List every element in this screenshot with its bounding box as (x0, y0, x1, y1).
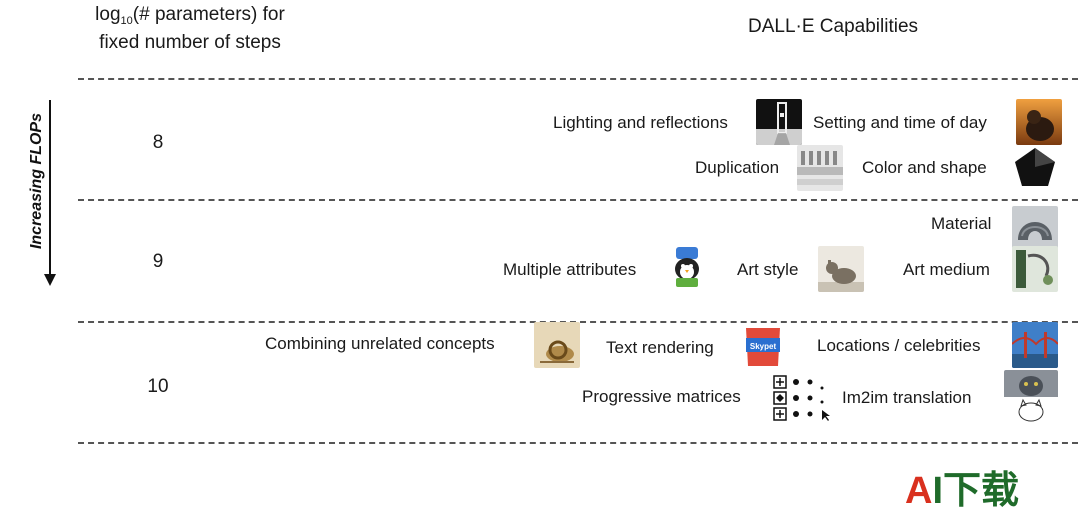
chip-bag-text: Skypet (750, 342, 777, 351)
cap-progressive: Progressive matrices (582, 387, 741, 406)
divider-bottom (78, 442, 1078, 444)
cap-duplication: Duplication (695, 158, 780, 177)
cap-setting: Setting and time of day (813, 113, 987, 132)
capabilities-header: DALL·E Capabilities (748, 16, 919, 37)
duplication-thumbnail (797, 145, 843, 191)
text-rendering-thumbnail: Skypet (740, 324, 786, 370)
combining-thumbnail (534, 322, 580, 368)
color-shape-thumbnail (1012, 145, 1058, 191)
cap-im2im: Im2im translation (842, 388, 972, 407)
art-style-thumbnail (818, 246, 864, 292)
divider-top (78, 78, 1078, 80)
flops-axis-label: Increasing FLOPs (28, 112, 45, 250)
level-9: 9 (152, 251, 164, 272)
cap-art-medium: Art medium (903, 260, 990, 279)
left-header: log10(# parameters) for fixed number of … (40, 4, 340, 54)
art-medium-thumbnail (1012, 246, 1058, 292)
cap-lighting: Lighting and reflections (553, 113, 728, 132)
cap-locations: Locations / celebrities (817, 336, 981, 355)
cap-art-style: Art style (737, 260, 799, 279)
material-thumbnail (1012, 206, 1058, 252)
im2im-thumbnail (1004, 370, 1058, 424)
cap-multiple-attributes: Multiple attributes (503, 260, 637, 279)
left-header-line1: log10(# parameters) for (95, 4, 285, 27)
watermark-logo: AI下载 (905, 470, 1020, 512)
lighting-thumbnail (756, 99, 802, 145)
multiple-attributes-thumbnail (664, 245, 710, 291)
divider-8-9 (78, 199, 1078, 201)
progressive-thumbnail (772, 374, 830, 422)
level-8: 8 (152, 132, 164, 153)
cap-text-rendering: Text rendering (606, 338, 714, 357)
flops-arrow-head (44, 274, 56, 286)
setting-thumbnail (1016, 99, 1062, 145)
cap-color-shape: Color and shape (862, 158, 987, 177)
level-10: 10 (147, 376, 169, 397)
cap-combining: Combining unrelated concepts (265, 334, 495, 353)
flops-arrow-shaft (49, 100, 51, 276)
cap-material: Material (931, 214, 992, 233)
left-header-line2: fixed number of steps (99, 32, 281, 53)
locations-thumbnail (1012, 322, 1058, 368)
